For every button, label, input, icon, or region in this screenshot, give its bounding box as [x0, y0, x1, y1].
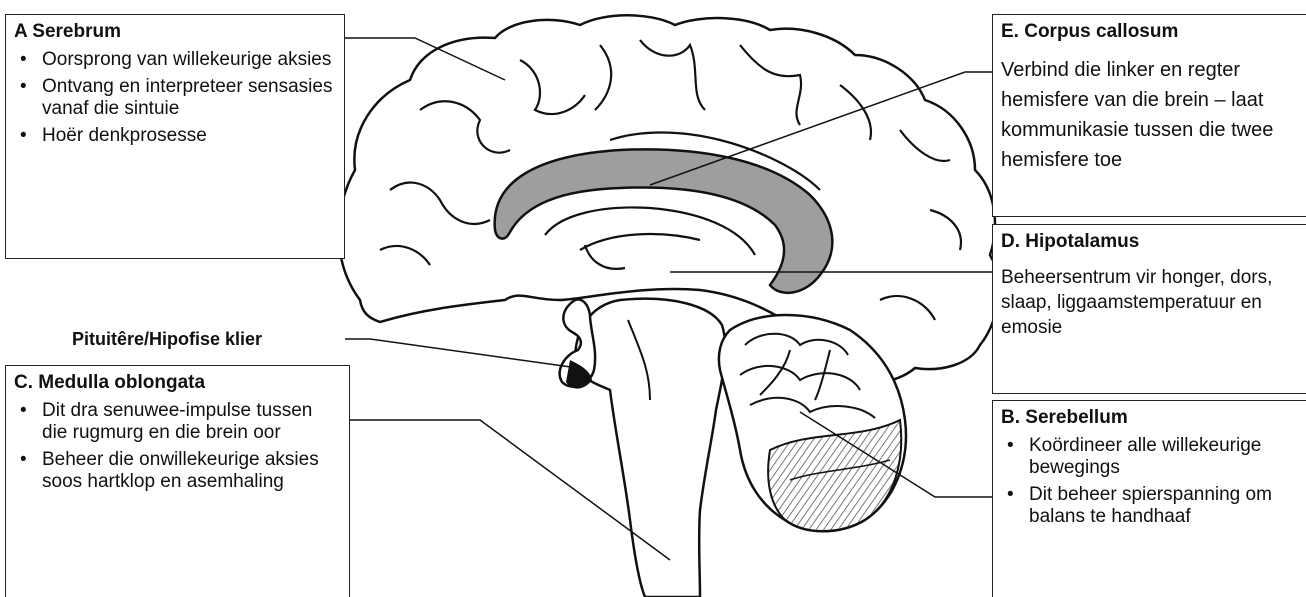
label-title-c: C. Medulla oblongata	[14, 372, 341, 394]
label-c-bullet: Dit dra senuwee-impulse tussen die rugmu…	[14, 400, 341, 444]
label-b-bullet: Dit beheer spierspanning om balans te ha…	[1001, 484, 1298, 528]
label-box-a-serebrum: A Serebrum Oorsprong van willekeurige ak…	[5, 14, 345, 259]
label-d-description: Beheersentrum vir honger, dors, slaap, l…	[1001, 265, 1298, 340]
label-pituitary: Pituitêre/Hipofise klier	[72, 328, 262, 350]
label-title-b: B. Serebellum	[1001, 407, 1298, 429]
label-c-bullets: Dit dra senuwee-impulse tussen die rugmu…	[14, 400, 341, 493]
label-b-bullets: Koördineer alle willekeurige bewegings D…	[1001, 435, 1298, 528]
label-box-b-serebellum: B. Serebellum Koördineer alle willekeuri…	[992, 400, 1306, 597]
label-a-bullet: Hoër denkprosesse	[14, 125, 336, 147]
leader-pituitary	[345, 339, 578, 368]
label-box-d-hipotalamus: D. Hipotalamus Beheersentrum vir honger,…	[992, 224, 1306, 394]
label-b-bullet: Koördineer alle willekeurige bewegings	[1001, 435, 1298, 479]
label-a-bullet: Ontvang en interpreteer sensasies vanaf …	[14, 76, 336, 120]
brainstem	[575, 299, 725, 597]
label-box-e-corpus-callosum: E. Corpus callosum Verbind die linker en…	[992, 14, 1306, 217]
label-a-bullets: Oorsprong van willekeurige aksies Ontvan…	[14, 49, 336, 147]
label-title-d: D. Hipotalamus	[1001, 231, 1298, 253]
label-title-a: A Serebrum	[14, 21, 336, 43]
label-box-c-medulla-oblongata: C. Medulla oblongata Dit dra senuwee-imp…	[5, 365, 350, 597]
label-c-bullet: Beheer die onwillekeurige aksies soos ha…	[14, 449, 341, 493]
label-title-e: E. Corpus callosum	[1001, 21, 1298, 43]
label-a-bullet: Oorsprong van willekeurige aksies	[14, 49, 336, 71]
label-e-description: Verbind die linker en regter hemisfere v…	[1001, 55, 1298, 175]
